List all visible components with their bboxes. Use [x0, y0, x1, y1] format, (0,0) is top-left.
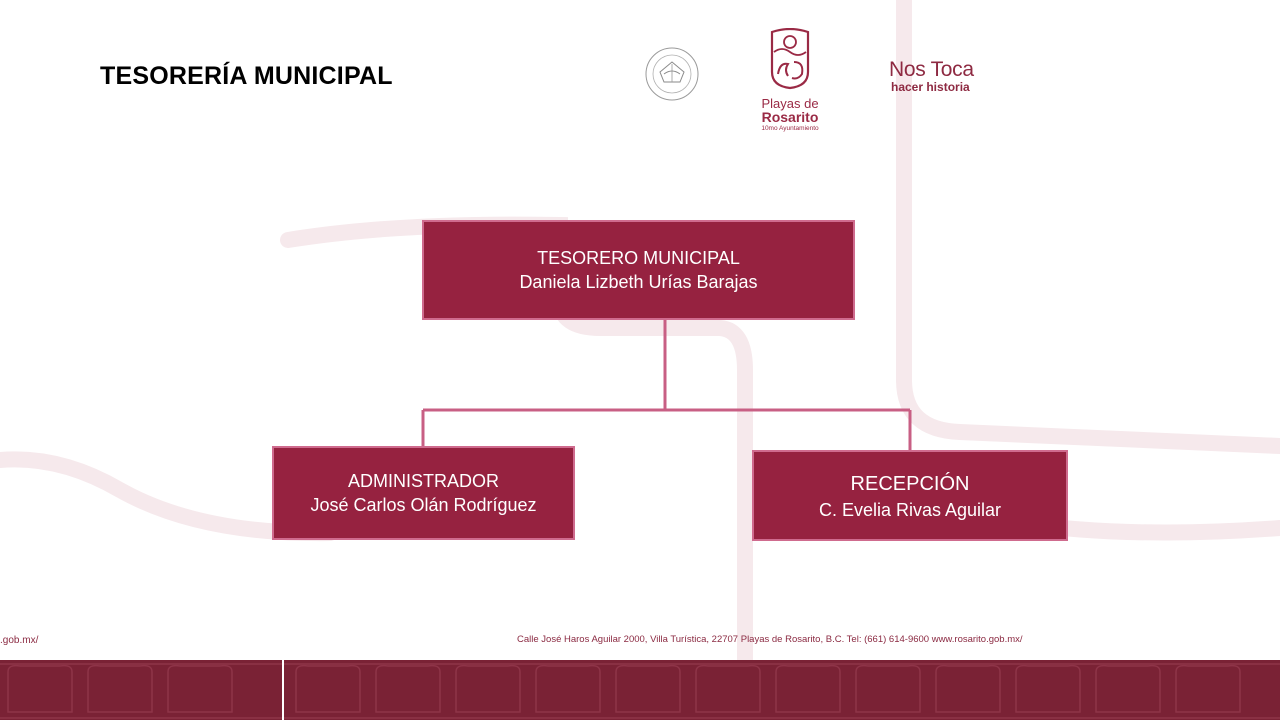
node-role: TESORERO MUNICIPAL	[537, 248, 740, 268]
slogan-logo: Nos Toca hacer historia	[889, 58, 974, 94]
playas-de-rosarito-logo: Playas de Rosarito 10mo Ayuntamiento	[752, 27, 828, 133]
band-pattern	[0, 660, 1280, 720]
org-node-recepcion: RECEPCIÓN C. Evelia Rivas Aguilar	[752, 450, 1068, 541]
slogan-line-2: hacer historia	[891, 80, 970, 94]
municipal-seal-icon	[645, 47, 699, 101]
footer-left-url: .gob.mx/	[0, 635, 39, 646]
rosarito-emblem-icon	[770, 27, 810, 90]
logo-line-3: 10mo Ayuntamiento	[761, 125, 819, 132]
slogan-line-1: Nos Toca	[889, 58, 974, 81]
org-node-administrador: ADMINISTRADOR José Carlos Olán Rodríguez	[272, 446, 575, 540]
node-role: RECEPCIÓN	[850, 472, 970, 495]
footer-pattern-band	[0, 660, 1280, 720]
node-person: Daniela Lizbeth Urías Barajas	[519, 272, 758, 292]
org-node-tesorero: TESORERO MUNICIPAL Daniela Lizbeth Urías…	[422, 220, 855, 320]
logo-line-2: Rosarito	[761, 109, 819, 125]
node-person: C. Evelia Rivas Aguilar	[818, 499, 1002, 520]
page-title: TESORERÍA MUNICIPAL	[100, 62, 393, 90]
node-person: José Carlos Olán Rodríguez	[310, 495, 537, 515]
footer-address: Calle José Haros Aguilar 2000, Villa Tur…	[517, 634, 1023, 645]
logo-line-1: Playas de	[761, 96, 819, 111]
node-role: ADMINISTRADOR	[347, 471, 499, 491]
